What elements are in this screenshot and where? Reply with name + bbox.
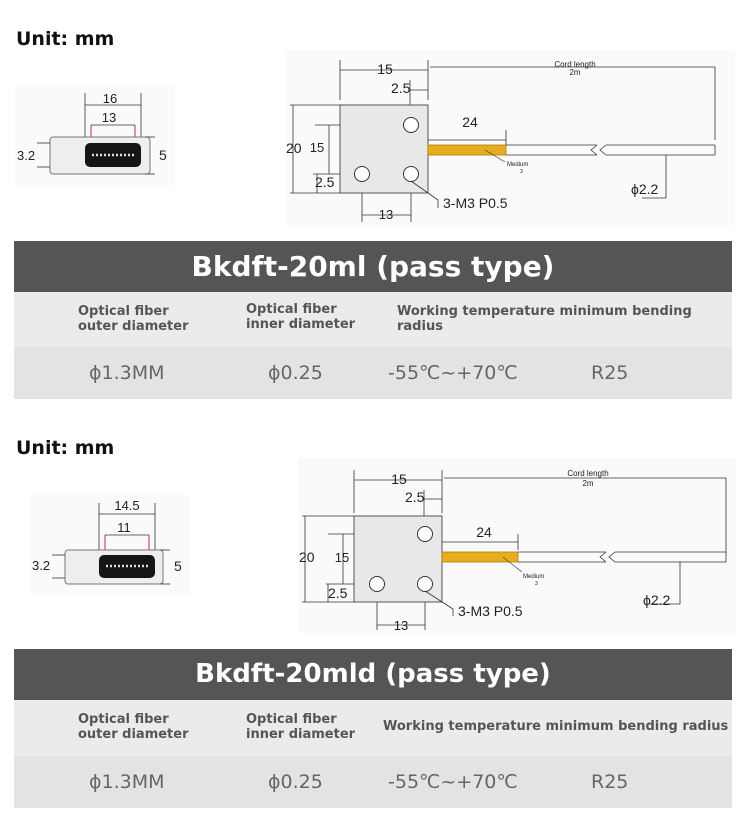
value-inner-diameter: ϕ0.25 <box>268 771 323 793</box>
product-title: Bkdft-20mld (pass type) <box>14 649 732 700</box>
hole-offset: 2.5 <box>405 489 425 505</box>
hole-spacing-vertical: 15 <box>310 140 324 155</box>
sensor-height: 20 <box>286 140 302 156</box>
mount-hole-icon <box>403 166 419 182</box>
tip-inner-width: 11 <box>117 520 131 535</box>
tip-diagram: 16 13 3.2 5 <box>15 85 175 185</box>
medium-label: Medium <box>507 162 528 168</box>
header-temp-bending: Working temperature minimum bending radi… <box>383 719 729 734</box>
cord-length-label: Cord length <box>567 469 608 478</box>
spec-header-row: Optical fiber outer diameter Optical fib… <box>14 292 732 347</box>
hole-spacing-horizontal: 13 <box>379 207 393 222</box>
bottom-offset: 2.5 <box>315 174 335 190</box>
product-title: Bkdft-20ml (pass type) <box>14 241 732 292</box>
value-temperature: -55℃~+70℃ <box>388 771 518 793</box>
medium-label: Medium <box>523 574 544 580</box>
tip-outer-width: 16 <box>103 91 117 106</box>
value-outer-diameter: ϕ1.3MM <box>89 771 165 793</box>
cable-diameter: ϕ2.2 <box>643 592 671 608</box>
unit-label: Unit: mm <box>16 28 115 50</box>
mount-hole-icon <box>417 526 433 542</box>
tip-diagram: 14.5 11 3.2 5 <box>30 495 190 595</box>
cord-length-label: Cord length <box>554 60 595 69</box>
tip-height-left: 3.2 <box>32 558 50 573</box>
bottom-offset: 2.5 <box>328 585 348 601</box>
header-inner-diameter: Optical fiber inner diameter <box>246 712 356 742</box>
sensor-width: 15 <box>377 61 393 77</box>
cord-length-value: 2m <box>582 479 593 488</box>
value-outer-diameter: ϕ1.3MM <box>89 362 165 384</box>
value-temperature: -55℃~+70℃ <box>388 362 518 384</box>
unit-label: Unit: mm <box>16 437 115 459</box>
spec-value-row: ϕ1.3MM ϕ0.25 -55℃~+70℃ R25 <box>14 347 732 399</box>
header-outer-diameter: Optical fiber outer diameter <box>78 712 189 742</box>
hole-offset: 2.5 <box>391 80 411 96</box>
sleeve-icon <box>441 551 519 563</box>
sensor-height: 20 <box>299 549 315 565</box>
sleeve-length: 24 <box>476 524 492 540</box>
screw-spec: 3-M3 P0.5 <box>458 603 523 619</box>
screw-spec: 3-M3 P0.5 <box>443 195 508 211</box>
sensor-width: 15 <box>391 471 407 487</box>
sleeve-length: 24 <box>462 114 478 130</box>
header-inner-diameter: Optical fiber inner diameter <box>246 302 356 332</box>
medium-sub: 3 <box>520 169 523 175</box>
hole-spacing-vertical: 15 <box>335 550 349 565</box>
mount-hole-icon <box>369 576 385 592</box>
cable-diameter: ϕ2.2 <box>631 181 659 197</box>
header-temp-bending: Working temperature minimum bending radi… <box>397 304 692 334</box>
tip-outer-width: 14.5 <box>114 498 139 513</box>
value-bending-radius: R25 <box>591 362 629 384</box>
mount-hole-icon <box>354 166 370 182</box>
sensor-diagram: 15 2.5 Cord length 2m 20 15 2.5 13 24 <box>285 50 735 225</box>
sleeve-icon <box>427 144 507 156</box>
spec-value-row: ϕ1.3MM ϕ0.25 -55℃~+70℃ R25 <box>14 756 732 808</box>
spec-header-row: Optical fiber outer diameter Optical fib… <box>14 700 732 756</box>
tip-inner-width: 13 <box>102 110 116 125</box>
hole-spacing-horizontal: 13 <box>394 618 408 633</box>
mount-hole-icon <box>417 576 433 592</box>
value-bending-radius: R25 <box>591 771 629 793</box>
header-outer-diameter: Optical fiber outer diameter <box>78 304 189 334</box>
value-inner-diameter: ϕ0.25 <box>268 362 323 384</box>
sensor-diagram: 15 2.5 Cord length 2m 20 15 2.5 13 24 <box>298 458 736 633</box>
medium-sub: 3 <box>535 581 538 587</box>
tip-height-left: 3.2 <box>17 148 35 163</box>
tip-height-right: 5 <box>159 147 167 163</box>
tip-height-right: 5 <box>174 558 182 574</box>
cord-length-value: 2m <box>569 68 580 77</box>
mount-hole-icon <box>403 117 419 133</box>
